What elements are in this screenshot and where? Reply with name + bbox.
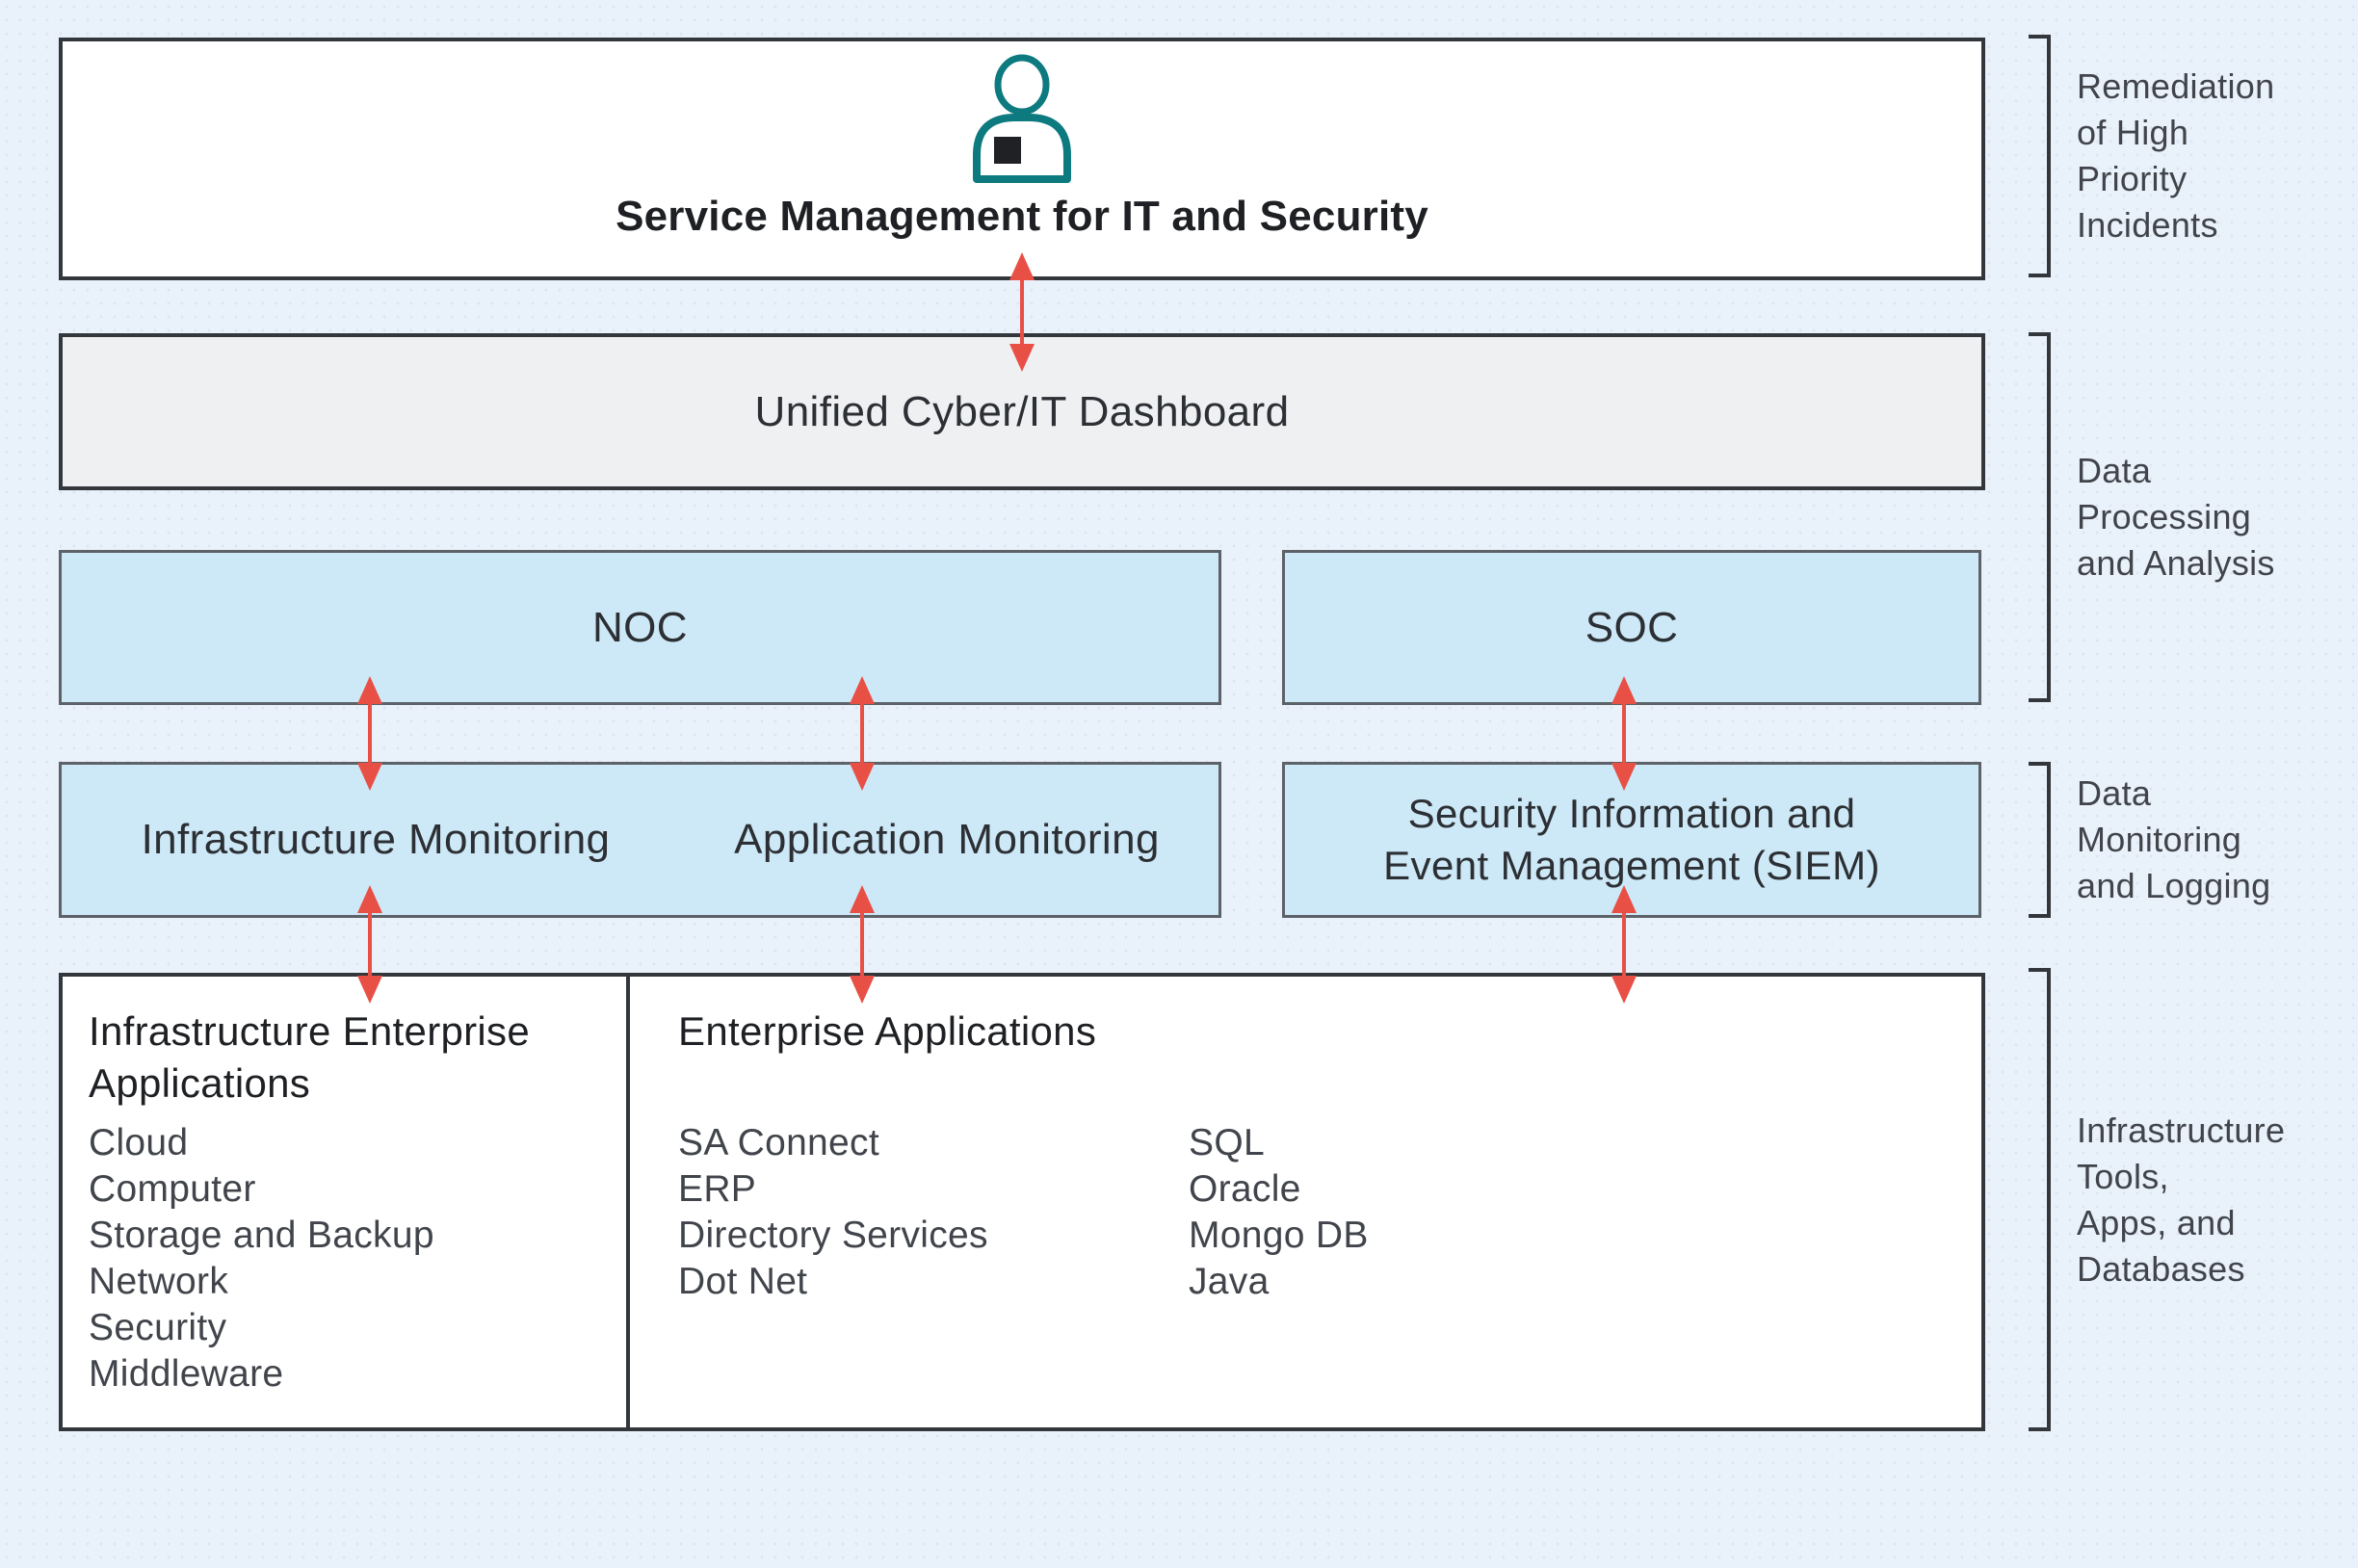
side-label-line: Remediation xyxy=(2077,66,2275,106)
list-item: Computer xyxy=(89,1168,256,1210)
list-item: SQL xyxy=(1189,1122,1265,1163)
device-glyph xyxy=(994,137,1021,164)
side-label-line: Data xyxy=(2077,451,2152,490)
list-item: Directory Services xyxy=(678,1215,988,1256)
enterprise-apps-heading: Enterprise Applications xyxy=(678,1008,1097,1054)
service-management-title: Service Management for IT and Security xyxy=(616,193,1428,240)
siem-box: Security Information and Event Managemen… xyxy=(1282,762,1981,918)
enterprise-apps-col-2: SQL Oracle Mongo DB Java xyxy=(1189,1120,1369,1305)
enterprise-apps-col-1: SA Connect ERP Directory Services Dot Ne… xyxy=(678,1120,1189,1305)
soc-label: SOC xyxy=(1585,603,1679,651)
bracket-infrastructure-tools xyxy=(2029,968,2051,1431)
list-item: Oracle xyxy=(1189,1168,1301,1210)
bracket-remediation xyxy=(2029,35,2051,277)
monitoring-box: Infrastructure Monitoring Application Mo… xyxy=(59,762,1221,918)
list-item: Mongo DB xyxy=(1189,1215,1369,1256)
unified-dashboard-label: Unified Cyber/IT Dashboard xyxy=(754,387,1290,435)
bracket-data-monitoring xyxy=(2029,762,2051,918)
list-item: ERP xyxy=(678,1168,757,1210)
infrastructure-apps-box: Infrastructure Enterprise Applications C… xyxy=(59,973,1985,1431)
side-label-line: Infrastructure xyxy=(2077,1110,2286,1150)
side-label-remediation: Remediation of High Priority Incidents xyxy=(2077,35,2358,277)
infrastructure-apps-heading: Infrastructure Enterprise Applications xyxy=(89,1008,531,1106)
list-item: Middleware xyxy=(89,1353,284,1395)
list-item: Java xyxy=(1189,1261,1270,1302)
siem-label-line-1: Security Information and xyxy=(1407,791,1856,836)
soc-box: SOC xyxy=(1282,550,1981,705)
side-label-line: Processing xyxy=(2077,497,2252,536)
unified-dashboard-box: Unified Cyber/IT Dashboard xyxy=(59,333,1985,490)
side-label-line: of High xyxy=(2077,113,2189,152)
side-label-data-processing: Data Processing and Analysis xyxy=(2077,332,2358,702)
enterprise-apps-columns: SA Connect ERP Directory Services Dot Ne… xyxy=(678,1120,1369,1305)
side-label-line: and Logging xyxy=(2077,866,2271,905)
list-item: SA Connect xyxy=(678,1122,879,1163)
siem-label-line-2: Event Management (SIEM) xyxy=(1383,843,1880,888)
list-item: Security xyxy=(89,1307,227,1348)
side-label-line: Apps, and xyxy=(2077,1202,2236,1242)
person-icon xyxy=(973,54,1071,183)
side-label-data-monitoring: Data Monitoring and Logging xyxy=(2077,762,2358,918)
side-label-line: Priority xyxy=(2077,159,2188,198)
pane-divider xyxy=(626,977,630,1427)
side-label-line: Monitoring xyxy=(2077,820,2242,859)
bracket-data-processing xyxy=(2029,332,2051,702)
side-label-line: Data xyxy=(2077,773,2152,813)
side-label-infrastructure-tools: Infrastructure Tools, Apps, and Database… xyxy=(2077,968,2358,1431)
list-item: Network xyxy=(89,1261,229,1302)
side-label-line: and Analysis xyxy=(2077,543,2275,583)
side-label-line: Incidents xyxy=(2077,205,2218,245)
noc-box: NOC xyxy=(59,550,1221,705)
side-label-line: Databases xyxy=(2077,1248,2245,1289)
list-item: Cloud xyxy=(89,1122,189,1163)
side-label-line: Tools, xyxy=(2077,1156,2169,1196)
list-item: Dot Net xyxy=(678,1261,808,1302)
noc-label: NOC xyxy=(592,603,688,651)
infrastructure-monitoring-label: Infrastructure Monitoring xyxy=(141,816,611,863)
application-monitoring-label: Application Monitoring xyxy=(734,816,1160,863)
infrastructure-apps-list: Cloud Computer Storage and Backup Networ… xyxy=(89,1120,434,1398)
list-item: Storage and Backup xyxy=(89,1215,434,1256)
